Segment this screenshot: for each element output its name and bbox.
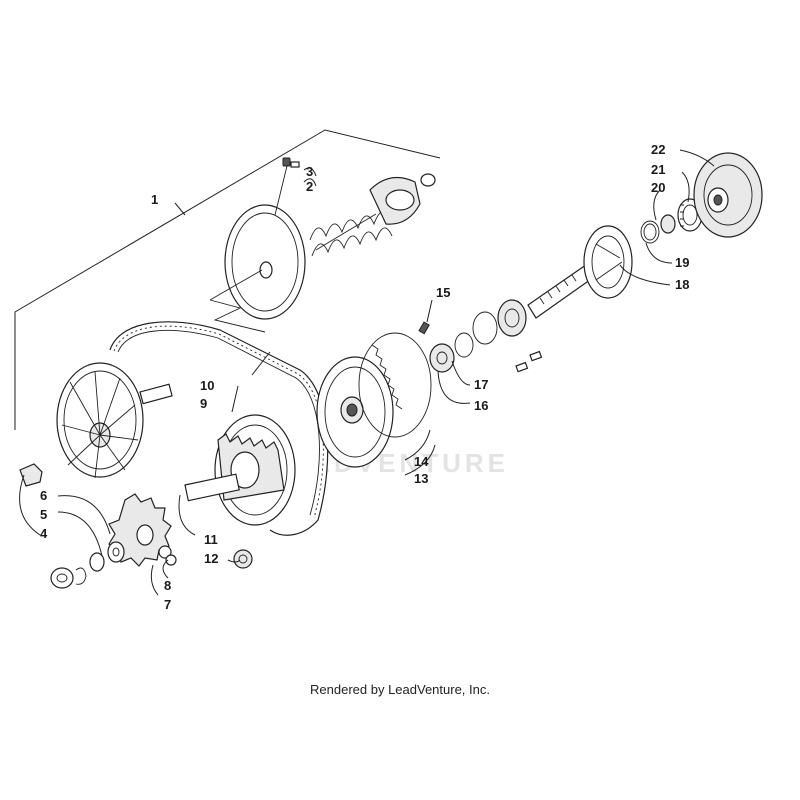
pin-15 bbox=[418, 321, 430, 335]
callout-20: 20 bbox=[651, 180, 665, 195]
callout-16: 16 bbox=[474, 398, 488, 413]
callout-11: 11 bbox=[204, 532, 218, 547]
driven-clutch bbox=[184, 414, 296, 526]
oneway-clutch-housing bbox=[316, 332, 432, 468]
callout-13: 13 bbox=[414, 471, 428, 486]
callout-18: 18 bbox=[675, 277, 689, 292]
callout-1: 1 bbox=[151, 192, 158, 207]
callout-21: 21 bbox=[651, 162, 665, 177]
callout-10: 10 bbox=[200, 378, 214, 393]
callout-14: 14 bbox=[414, 454, 429, 469]
small-bolts bbox=[515, 350, 543, 373]
callout-3: 3 bbox=[306, 164, 313, 179]
callout-4: 4 bbox=[40, 526, 48, 541]
leader-lines bbox=[19, 149, 715, 596]
callout-19: 19 bbox=[675, 255, 689, 270]
clutch-spring bbox=[309, 211, 393, 257]
callout-labels: 1 2 3 4 5 6 7 8 9 10 11 12 13 14 15 16 1… bbox=[40, 142, 689, 612]
gear-bearing bbox=[472, 299, 527, 345]
callout-5: 5 bbox=[40, 507, 47, 522]
driven-cam bbox=[108, 493, 172, 567]
assembly-bracket bbox=[14, 129, 441, 430]
ring-17 bbox=[454, 332, 474, 358]
ring-19 bbox=[640, 220, 660, 244]
callout-9: 9 bbox=[200, 396, 207, 411]
callout-7: 7 bbox=[164, 597, 171, 612]
output-shaft bbox=[527, 225, 633, 319]
nut-12 bbox=[233, 549, 253, 569]
callout-8: 8 bbox=[164, 578, 171, 593]
bushing-16 bbox=[429, 343, 455, 373]
clutch-spider bbox=[369, 173, 436, 225]
cap-nut bbox=[19, 463, 43, 487]
callout-15: 15 bbox=[436, 285, 450, 300]
clutch-drum-22 bbox=[693, 152, 763, 238]
callout-17: 17 bbox=[474, 377, 488, 392]
washer-nut-set bbox=[50, 541, 125, 589]
callout-22: 22 bbox=[651, 142, 665, 157]
bolt-2-3 bbox=[274, 157, 300, 216]
nut-8 bbox=[158, 545, 177, 566]
fixed-sheave bbox=[56, 362, 173, 479]
render-credit: Rendered by LeadVenture, Inc. bbox=[310, 682, 490, 697]
callout-6: 6 bbox=[40, 488, 47, 503]
callout-12: 12 bbox=[204, 551, 218, 566]
callout-2: 2 bbox=[306, 179, 313, 194]
moveable-sheave bbox=[209, 204, 306, 333]
